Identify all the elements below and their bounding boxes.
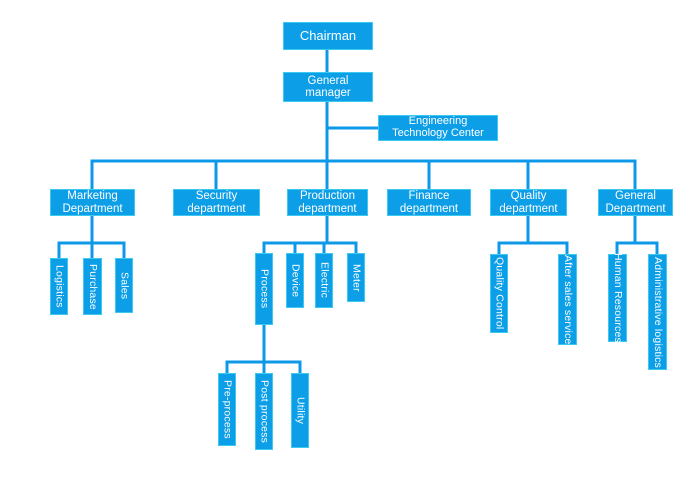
node-utility-label: Utility — [294, 396, 307, 425]
node-engineering-technology-center: Engineering Technology Center — [378, 115, 498, 141]
node-chairman-label: Chairman — [299, 27, 357, 43]
node-security-department-label: Security department — [187, 190, 246, 215]
node-marketing-department: Marketing Department — [50, 189, 135, 216]
node-post-process-label: Post process — [258, 379, 271, 444]
node-finance-department: Finance department — [387, 189, 471, 216]
node-finance-department-label: Finance department — [399, 190, 459, 215]
node-process-label: Process — [258, 269, 271, 309]
node-production-department-label: Production department — [298, 190, 357, 215]
node-quality-department-label: Quality department — [499, 190, 558, 215]
node-after-sales-service: After sales service — [558, 254, 577, 345]
node-quality-control-label: Quality Control — [493, 257, 506, 330]
node-device: Device — [286, 253, 304, 308]
node-engineering-technology-center-label: Engineering Technology Center — [392, 115, 484, 139]
node-meter: Meter — [347, 253, 365, 302]
node-pre-process-label: Pre-process — [221, 380, 234, 439]
node-purchase-label: Purchase — [87, 263, 100, 310]
node-logistics: Logistics — [50, 258, 68, 315]
node-administrative-logistics: Administrative logistics — [648, 254, 667, 370]
node-general-manager: General manager — [283, 72, 373, 102]
node-meter-label: Meter — [350, 263, 363, 292]
node-general-manager-label: General manager — [305, 74, 351, 99]
node-marketing-department-label: Marketing Department — [62, 190, 123, 215]
node-chairman: Chairman — [283, 22, 373, 50]
node-production-department: Production department — [287, 189, 368, 216]
node-administrative-logistics-label: Administrative logistics — [652, 256, 665, 368]
node-quality-department: Quality department — [490, 189, 567, 216]
node-process: Process — [255, 253, 273, 325]
node-after-sales-service-label: After sales service — [562, 254, 575, 345]
node-sales: Sales — [115, 258, 133, 313]
node-logistics-label: Logistics — [53, 265, 66, 308]
node-quality-control: Quality Control — [490, 254, 508, 333]
node-post-process: Post process — [255, 373, 273, 450]
node-human-resources-label: Human Resources — [612, 253, 625, 343]
node-security-department: Security department — [173, 189, 260, 216]
node-electric: Electric — [315, 253, 333, 308]
node-utility: Utility — [291, 373, 309, 448]
node-purchase: Purchase — [83, 258, 102, 315]
node-human-resources: Human Resources — [608, 253, 627, 343]
node-electric-label: Electric — [318, 262, 331, 299]
node-general-department-label: General Department — [605, 190, 666, 215]
node-general-department: General Department — [598, 189, 673, 216]
node-device-label: Device — [289, 263, 302, 298]
node-sales-label: Sales — [118, 271, 131, 300]
node-pre-process: Pre-process — [218, 373, 236, 446]
